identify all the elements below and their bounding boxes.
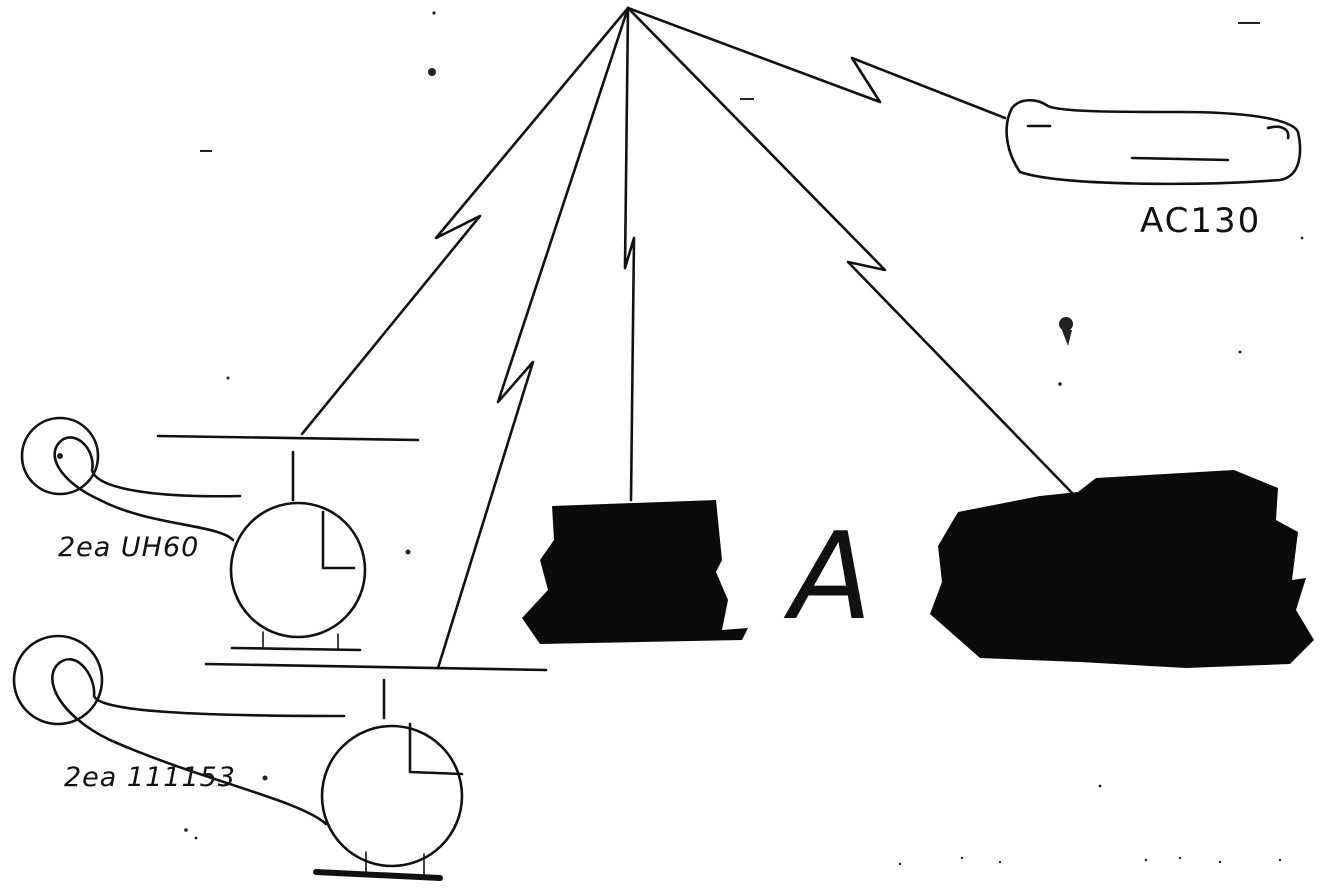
- ac130-aircraft: AC130: [1007, 100, 1300, 241]
- redacted-block-right: [930, 470, 1314, 668]
- center-letter: A: [783, 508, 872, 647]
- link-apex-to-ac130: [628, 8, 1005, 118]
- mh53-tail-boom: [52, 659, 344, 824]
- uh60-tail-boom: [55, 437, 240, 540]
- redacted-block-left: [522, 500, 748, 644]
- mh53-label: 2ea 111153: [64, 762, 236, 793]
- uh60-body: [231, 503, 365, 637]
- uh60-label: 2ea UH60: [58, 532, 199, 563]
- link-apex-to-left-block: [625, 8, 634, 500]
- uh60-helicopter: 2ea UH60: [22, 418, 418, 650]
- mh53-body: [322, 726, 462, 866]
- link-apex-to-uh60: [302, 8, 628, 434]
- mh53-rotor: [206, 664, 546, 670]
- mh53-helicopter: 2ea 111153: [14, 636, 546, 878]
- uh60-skid: [232, 648, 360, 650]
- link-apex-to-right-block: [628, 8, 1075, 496]
- aircraft-label: AC130: [1140, 201, 1261, 241]
- uh60-rotor: [158, 436, 418, 440]
- mh53-skid: [316, 872, 440, 878]
- aircraft-fuselage: [1007, 100, 1300, 184]
- mh53-tail-rotor: [14, 636, 102, 724]
